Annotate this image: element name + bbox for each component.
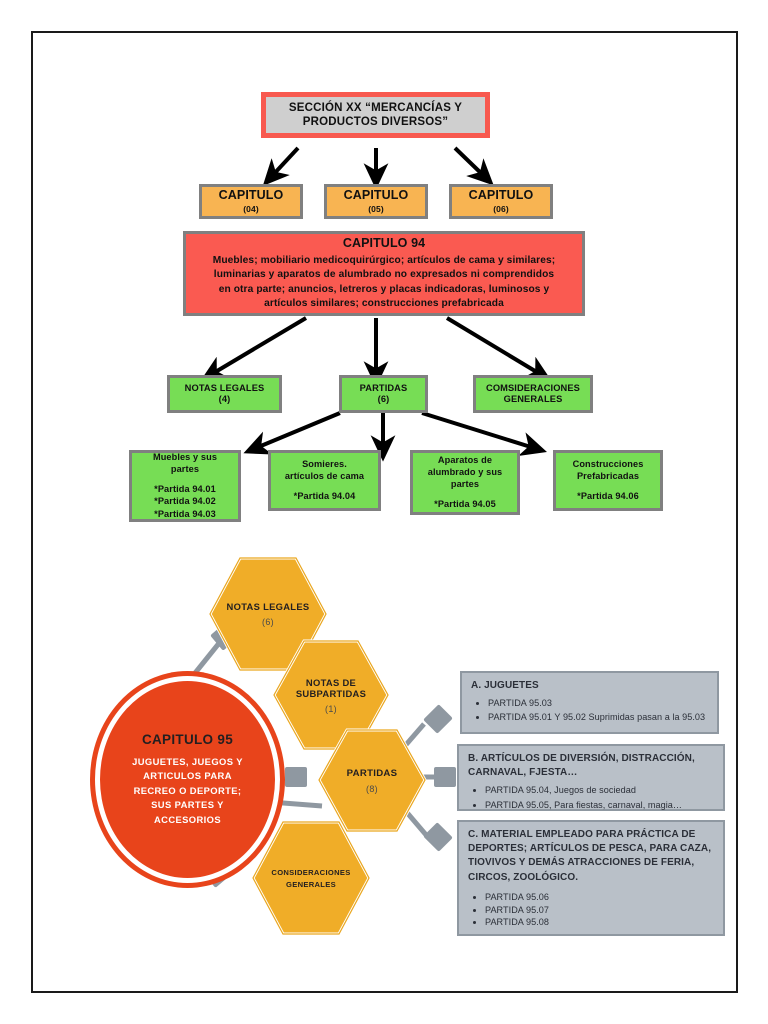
branch-count: (4) <box>218 394 231 404</box>
leaf-title-line2: partes <box>170 463 200 474</box>
leaf-somieres-articulos-de-cama[interactable]: Somieres. artículos de cama *Partida 94.… <box>268 450 381 511</box>
chapter-95-description: JUGUETES, JUEGOS Y ARTICULOS PARA RECREO… <box>132 755 243 828</box>
note-heading: B. ARTÍCULOS DE DIVERSIÓN, DISTRACCIÓN, … <box>468 752 714 780</box>
leaf-title-line2: Prefabricadas <box>576 470 640 481</box>
note-heading-line2: CARNAVAL, FJESTA… <box>468 767 578 779</box>
leaf-item: *Partida 94.02 <box>154 496 216 507</box>
leaf-item: *Partida 94.05 <box>434 498 496 509</box>
hexagon-shape <box>251 820 371 936</box>
note-heading-line3: TIOVIVOS Y DEMÁS ATRACCIONES DE FERIA, <box>468 857 695 869</box>
chapter-94-line2: luminarias y aparatos de alumbrado no ex… <box>213 269 555 281</box>
chapter-box-04[interactable]: CAPITULO (04) <box>199 184 303 219</box>
note-item: PARTIDA 95.08 <box>485 916 714 928</box>
chapter-label: CAPITULO <box>468 188 534 203</box>
leaf-construcciones-prefabricadas[interactable]: Construcciones Prefabricadas *Partida 94… <box>553 450 663 511</box>
chapter-94-line3: en otra parte; anuncios, letreros y plac… <box>218 283 550 295</box>
leaf-title: Construcciones Prefabricadas <box>573 459 644 483</box>
note-item: PARTIDA 95.07 <box>485 904 714 916</box>
chapter-95-desc-line4: SUS PARTES Y <box>151 799 224 811</box>
leaf-title-line1: Muebles y sus <box>152 451 218 462</box>
chapter-box-05[interactable]: CAPITULO (05) <box>324 184 428 219</box>
chapter-number: (04) <box>243 204 259 215</box>
chapter-label: CAPITULO <box>343 188 409 203</box>
section-title-line1: SECCIÓN XX “MERCANCÍAS Y <box>288 101 463 114</box>
leaf-title: Somieres. artículos de cama <box>285 459 364 483</box>
note-heading: A. JUGUETES <box>471 680 539 691</box>
branch-label: PARTIDAS <box>359 382 408 393</box>
leaf-title: Aparatos de alumbrado y sus partes <box>428 455 503 491</box>
leaf-item: *Partida 94.03 <box>154 508 216 519</box>
leaf-items: *Partida 94.05 <box>434 498 496 510</box>
leaf-item: *Partida 94.01 <box>154 483 216 494</box>
leaf-item: *Partida 94.04 <box>293 490 356 501</box>
branch-partidas[interactable]: PARTIDAS (6) <box>339 375 428 413</box>
note-heading: C. MATERIAL EMPLEADO PARA PRÁCTICA DE DE… <box>468 828 714 885</box>
leaf-muebles-y-sus-partes[interactable]: Muebles y sus partes *Partida 94.01 *Par… <box>129 450 241 522</box>
leaf-title-line1: Aparatos de <box>437 454 493 465</box>
chapter-94-line4: artículos similares; construcciones pref… <box>264 298 504 310</box>
hexagon-consideraciones-generales[interactable]: CONSIDERACIONES GENERALES <box>251 820 371 936</box>
leaf-title-line2: alumbrado y sus <box>427 466 503 477</box>
chapter-95-desc-line2: ARTICULOS PARA <box>143 770 232 782</box>
chapter-number: (06) <box>493 204 509 215</box>
note-heading-line1: C. MATERIAL EMPLEADO PARA PRÁCTICA DE <box>468 829 696 840</box>
chapter-94-box: CAPITULO 94 Muebles; mobiliario medicoqu… <box>183 231 585 316</box>
note-heading-line4: CIRCOS, ZOOLÓGICO. <box>468 871 579 883</box>
chapter-95-title: CAPITULO 95 <box>141 731 234 747</box>
note-heading-line2: DEPORTES; ARTÍCULOS DE PESCA, PARA CAZA, <box>468 843 712 855</box>
leaf-item: *Partida 94.06 <box>577 490 639 501</box>
note-panel-c-material-deportes[interactable]: C. MATERIAL EMPLEADO PARA PRÁCTICA DE DE… <box>457 820 725 936</box>
branch-label-line2: GENERALES <box>503 394 563 404</box>
note-item: PARTIDA 95.01 Y 95.02 Suprimidas pasan a… <box>488 711 708 723</box>
note-list: PARTIDA 95.06 PARTIDA 95.07 PARTIDA 95.0… <box>468 891 714 929</box>
note-item: PARTIDA 95.05, Para fiestas, carnaval, m… <box>485 799 714 811</box>
note-list: PARTIDA 95.04, Juegos de sociedad PARTID… <box>468 784 714 811</box>
leaf-items: *Partida 94.01 *Partida 94.02 *Partida 9… <box>154 483 216 520</box>
note-panel-a-juguetes[interactable]: A. JUGUETES PARTIDA 95.03 PARTIDA 95.01 … <box>460 671 719 734</box>
chapter-95-desc-line1: JUGUETES, JUEGOS Y <box>132 755 243 767</box>
chapter-95-circle[interactable]: CAPITULO 95 JUGUETES, JUEGOS Y ARTICULOS… <box>95 676 280 883</box>
note-item: PARTIDA 95.04, Juegos de sociedad <box>485 784 714 796</box>
chapter-label: CAPITULO <box>218 188 284 203</box>
hexagon-shape <box>272 639 390 751</box>
leaf-title-line3: partes <box>450 478 480 489</box>
note-item: PARTIDA 95.03 <box>488 697 708 709</box>
leaf-title: Muebles y sus partes <box>153 452 217 476</box>
leaf-items: *Partida 94.04 <box>294 490 356 502</box>
hexagon-partidas[interactable]: PARTIDAS (8) <box>317 728 427 833</box>
branch-count: (6) <box>377 394 390 404</box>
chapter-box-06[interactable]: CAPITULO (06) <box>449 184 553 219</box>
branch-notas-legales[interactable]: NOTAS LEGALES (4) <box>167 375 282 413</box>
note-panel-b-articulos-diversion[interactable]: B. ARTÍCULOS DE DIVERSIÓN, DISTRACCIÓN, … <box>457 744 725 811</box>
branch-label: NOTAS LEGALES <box>184 382 265 393</box>
chapter-number: (05) <box>368 204 384 215</box>
leaf-title-line1: Construcciones <box>572 458 644 469</box>
hexagon-shape <box>317 728 427 833</box>
leaf-title-line2: artículos de cama <box>284 470 365 481</box>
chapter-94-heading: CAPITULO 94 <box>342 236 426 251</box>
note-heading-line1: B. ARTÍCULOS DE DIVERSIÓN, DISTRACCIÓN, <box>468 753 695 764</box>
leaf-title-line1: Somieres. <box>302 458 347 469</box>
leaf-aparatos-de-alumbrado[interactable]: Aparatos de alumbrado y sus partes *Part… <box>410 450 520 515</box>
chapter-94-line1: Muebles; mobiliario medicoquirúrgico; ar… <box>212 254 556 266</box>
note-item: PARTIDA 95.06 <box>485 891 714 903</box>
leaf-items: *Partida 94.06 <box>577 490 639 502</box>
branch-consideraciones-generales[interactable]: COMSIDERACIONES GENERALES <box>473 375 593 413</box>
note-list: PARTIDA 95.03 PARTIDA 95.01 Y 95.02 Supr… <box>471 697 708 724</box>
section-title-line2: PRODUCTOS DIVERSOS” <box>302 116 449 128</box>
section-header-box: SECCIÓN XX “MERCANCÍAS Y PRODUCTOS DIVER… <box>261 92 490 138</box>
chapter-95-desc-line3: RECREO O DEPORTE; <box>133 784 242 796</box>
chapter-95-desc-line5: ACCESORIOS <box>153 813 222 825</box>
branch-label-line1: COMSIDERACIONES <box>486 382 580 393</box>
